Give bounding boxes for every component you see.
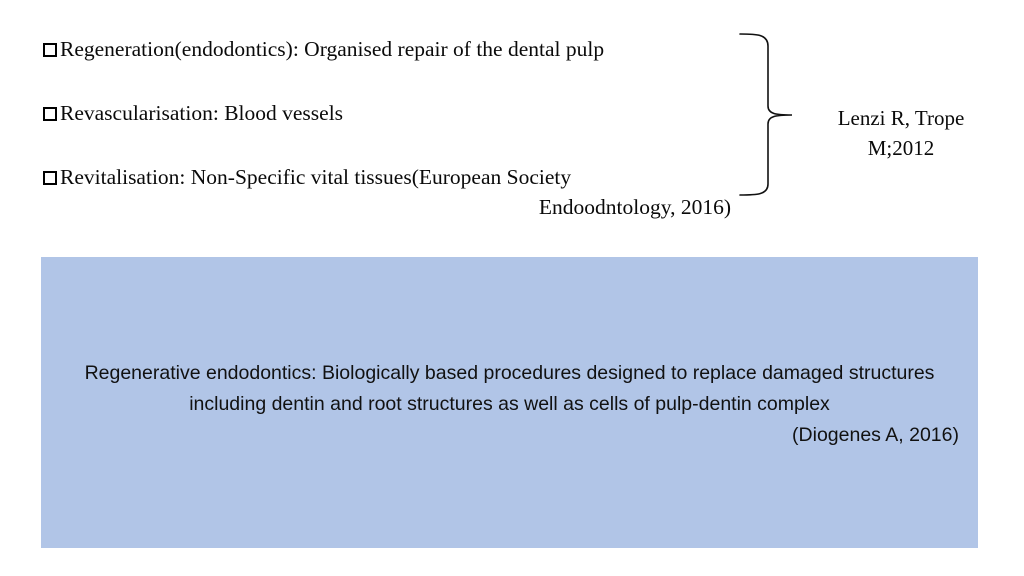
citation-line-1: Lenzi R, Trope [837, 106, 965, 130]
definition-item-revitalisation-text: Revitalisation: Non-Specific vital tissu… [60, 165, 572, 189]
definitions-list: Regeneration(endodontics): Organised rep… [43, 36, 743, 220]
citation-line-2: M;2012 [867, 136, 935, 160]
definition-item-revascularisation-text: Revascularisation: Blood vessels [60, 101, 344, 125]
citation-lenzi-trope: Lenzi R, Trope M;2012 [806, 103, 996, 163]
definition-item-revascularisation: Revascularisation: Blood vessels [43, 100, 743, 126]
square-bullet-icon [43, 171, 57, 185]
curly-brace-icon [736, 28, 798, 200]
square-bullet-icon [43, 43, 57, 57]
definition-item-revitalisation-source: Endoodntology, 2016) [538, 195, 731, 219]
definition-item-regeneration: Regeneration(endodontics): Organised rep… [43, 36, 743, 62]
callout-line-1: Regenerative endodontics: Biologically b… [84, 362, 844, 384]
callout-source: (Diogenes A, 2016) [792, 424, 959, 446]
callout-line-2: structures including dentin and root str… [189, 362, 935, 415]
callout-box: Regenerative endodontics: Biologically b… [41, 257, 978, 548]
square-bullet-icon [43, 107, 57, 121]
definition-item-revitalisation: Revitalisation: Non-Specific vital tissu… [43, 164, 743, 220]
callout-text-block: Regenerative endodontics: Biologically b… [60, 358, 959, 451]
definition-item-regeneration-text: Regeneration(endodontics): Organised rep… [60, 37, 605, 61]
